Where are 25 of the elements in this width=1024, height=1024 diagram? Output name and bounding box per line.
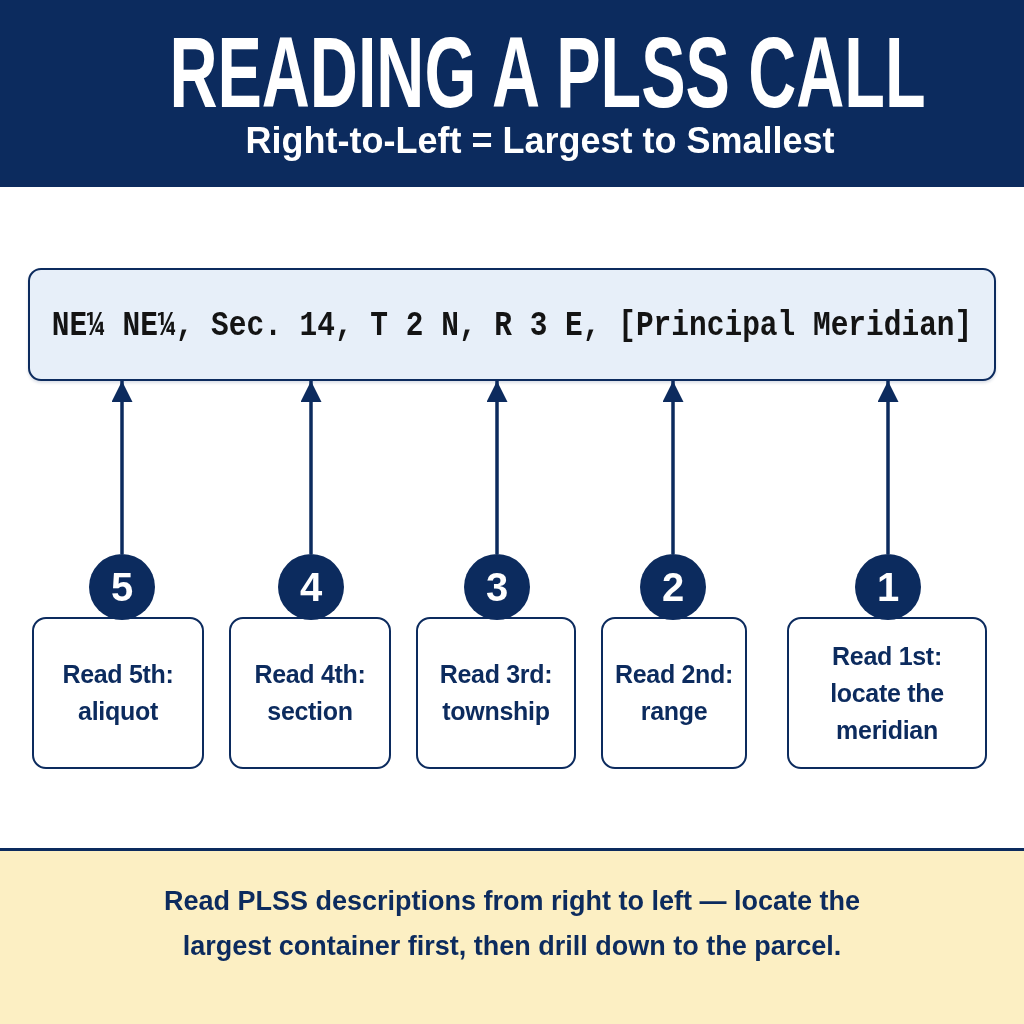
title: READING A PLSS CALL <box>169 22 927 122</box>
step-number-badge: 2 <box>640 554 706 620</box>
plss-call-text: NE¼ NE¼, Sec. 14, T 2 N, R 3 E, [Principal Meridian] <box>51 303 973 347</box>
arrow <box>486 381 508 554</box>
step-number-badge: 4 <box>278 554 344 620</box>
subtitle: Right-to-Left = Largest to Smallest <box>245 120 835 162</box>
step-text: Read 2nd: range <box>613 659 735 727</box>
step-card <box>416 617 576 769</box>
step-text: Read 4th: section <box>253 659 367 727</box>
step-text: Read 3rd: township <box>438 659 554 727</box>
step-text: Read 1st: locate the meridian <box>829 640 945 746</box>
legal-description-panel <box>28 268 996 381</box>
arrow <box>300 381 322 554</box>
step-card <box>787 617 987 769</box>
step-number-badge: 3 <box>464 554 530 620</box>
arrow <box>877 381 899 554</box>
step-card <box>229 617 391 769</box>
step-card <box>32 617 204 769</box>
caption-text: Read PLSS descriptions from right to left — locate the largest container first, then drill down to the parcel. <box>162 885 862 963</box>
step-number-badge: 1 <box>855 554 921 620</box>
step-number-badge: 5 <box>89 554 155 620</box>
arrow <box>662 381 684 554</box>
arrow <box>111 381 133 554</box>
step-card <box>601 617 747 769</box>
step-text: Read 5th: aliquot <box>61 659 175 727</box>
